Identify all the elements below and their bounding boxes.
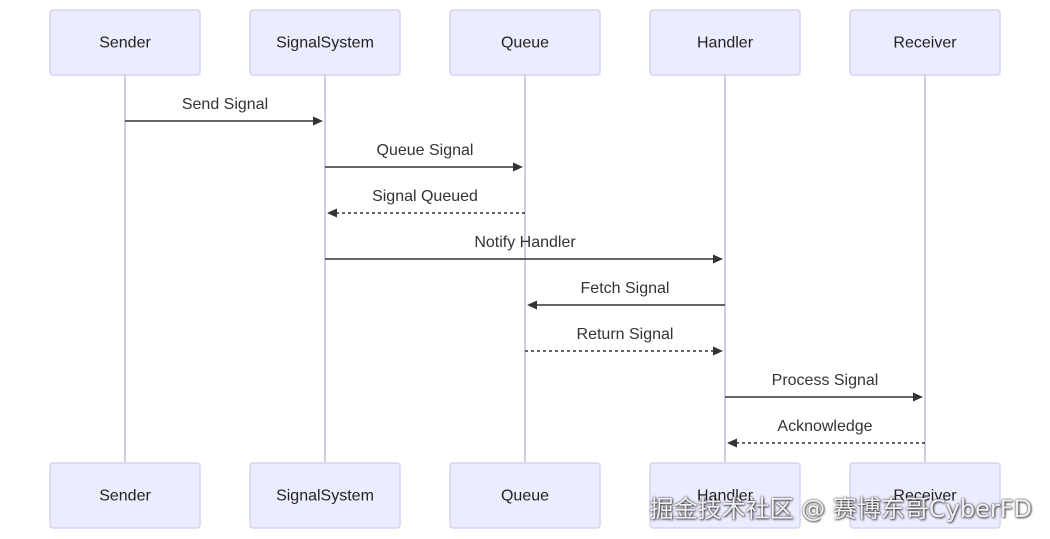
- message-2: Queue Signal: [325, 142, 523, 172]
- actor-label: Queue: [501, 488, 549, 505]
- actor-handler-bottom: Handler: [649, 462, 801, 529]
- arrowhead-icon: [327, 208, 337, 218]
- actors-bottom: Sender SignalSystem Queue Handler Receiver: [49, 462, 1001, 529]
- actor-box: [449, 9, 601, 76]
- message-label: Process Signal: [772, 372, 879, 389]
- actor-box: [449, 462, 601, 529]
- message-label: Acknowledge: [777, 418, 872, 435]
- arrowhead-icon: [313, 116, 323, 126]
- actor-box: [249, 462, 401, 529]
- actor-queue-top: Queue: [449, 9, 601, 76]
- actor-sender-bottom: Sender: [49, 462, 201, 529]
- actor-handler-top: Handler: [649, 9, 801, 76]
- actors-top: Sender SignalSystem Queue Handler Receiver: [49, 9, 1001, 76]
- actor-box: [849, 9, 1001, 76]
- actor-label: SignalSystem: [276, 488, 374, 505]
- actor-sender-top: Sender: [49, 9, 201, 76]
- message-6: Return Signal: [525, 326, 723, 356]
- watermark: 掘金技术社区 @ 赛博东哥CyberFD: [649, 495, 1032, 523]
- message-label: Return Signal: [577, 326, 674, 343]
- actor-box: [849, 462, 1001, 529]
- lifelines: [124, 75, 926, 463]
- actor-label: Queue: [501, 35, 549, 52]
- actor-label: Receiver: [893, 488, 957, 505]
- message-label: Queue Signal: [377, 142, 474, 159]
- message-label: Notify Handler: [474, 234, 576, 251]
- message-label: Fetch Signal: [581, 280, 670, 297]
- actor-queue-bottom: Queue: [449, 462, 601, 529]
- actor-box: [649, 462, 801, 529]
- message-3: Signal Queued: [327, 188, 525, 218]
- actor-signalsystem-top: SignalSystem: [249, 9, 401, 76]
- actor-signalsystem-bottom: SignalSystem: [249, 462, 401, 529]
- actor-label: Handler: [697, 35, 754, 52]
- arrowhead-icon: [713, 254, 723, 264]
- actor-box: [249, 9, 401, 76]
- actor-label: SignalSystem: [276, 35, 374, 52]
- message-label: Send Signal: [182, 96, 268, 113]
- actor-box: [49, 9, 201, 76]
- actor-receiver-bottom: Receiver: [849, 462, 1001, 529]
- message-8: Acknowledge: [727, 418, 925, 448]
- actor-label: Sender: [99, 35, 151, 52]
- message-1: Send Signal: [125, 96, 323, 126]
- message-4: Notify Handler: [325, 234, 723, 264]
- message-label: Signal Queued: [372, 188, 478, 205]
- actor-label: Receiver: [893, 35, 957, 52]
- message-5: Fetch Signal: [527, 280, 725, 310]
- actor-label: Handler: [697, 488, 754, 505]
- arrowhead-icon: [513, 162, 523, 172]
- arrowhead-icon: [713, 346, 723, 356]
- actor-label: Sender: [99, 488, 151, 505]
- arrowhead-icon: [527, 300, 537, 310]
- arrowhead-icon: [727, 438, 737, 448]
- message-7: Process Signal: [725, 372, 923, 402]
- actor-box: [49, 462, 201, 529]
- actor-box: [649, 9, 801, 76]
- arrowhead-icon: [913, 392, 923, 402]
- actor-receiver-top: Receiver: [849, 9, 1001, 76]
